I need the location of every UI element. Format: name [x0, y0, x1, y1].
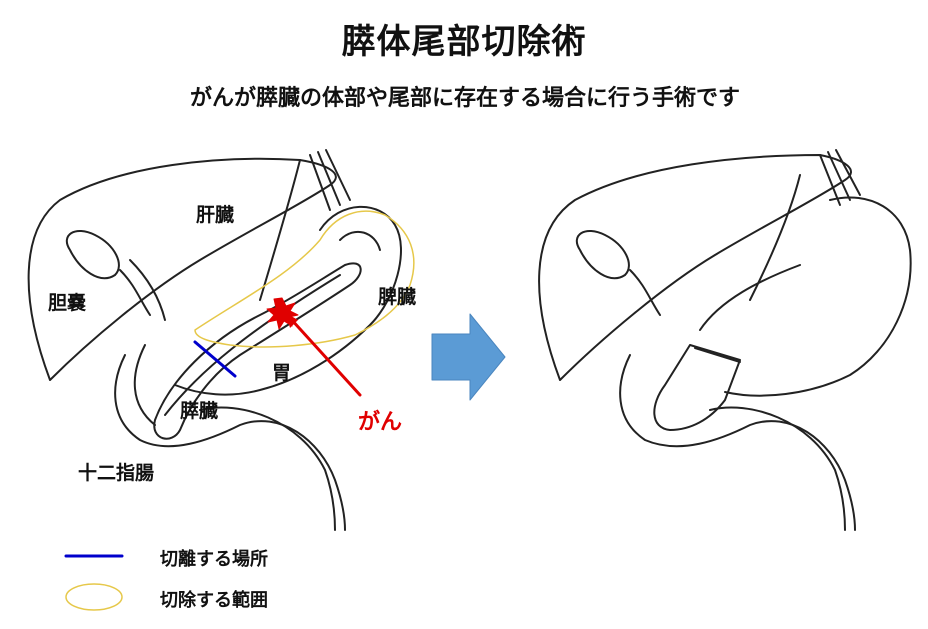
pancreas-left	[153, 262, 362, 440]
duodenum-right	[619, 354, 856, 531]
label-cancer: がん	[358, 410, 403, 435]
label-stomach: 胃	[272, 362, 292, 384]
cut-line	[193, 340, 237, 378]
label-duodenum: 十二指腸	[78, 462, 155, 484]
cancer-pointer-arrow	[288, 316, 362, 397]
label-liver: 肝臓	[196, 204, 235, 226]
gallbladder-right	[575, 230, 661, 316]
cancer-pointer-arrowhead	[286, 313, 298, 328]
duodenum-left	[114, 344, 346, 531]
stomach-right	[699, 196, 912, 397]
liver-outline-right	[538, 149, 861, 381]
diagram-title: 膵体尾部切除術	[341, 22, 587, 62]
label-gallbladder: 胆嚢	[48, 292, 87, 314]
remnant-pancreas-right	[653, 344, 741, 431]
transition-arrow	[431, 313, 506, 401]
diagram-subtitle: がんが膵臓の体部や尾部に存在する場合に行う手術です	[190, 86, 741, 111]
legend-resection-area-label: 切除する範囲	[160, 590, 268, 611]
legend-cut-line-label: 切離する場所	[160, 549, 268, 570]
gallbladder-left	[65, 230, 166, 321]
label-spleen: 脾臓	[378, 286, 417, 308]
stomach-left	[174, 205, 402, 396]
legend-resection-area-swatch	[65, 583, 123, 611]
liver-outline-left	[27, 149, 351, 381]
resection-area-outline	[194, 210, 415, 348]
label-pancreas: 膵臓	[180, 400, 219, 422]
